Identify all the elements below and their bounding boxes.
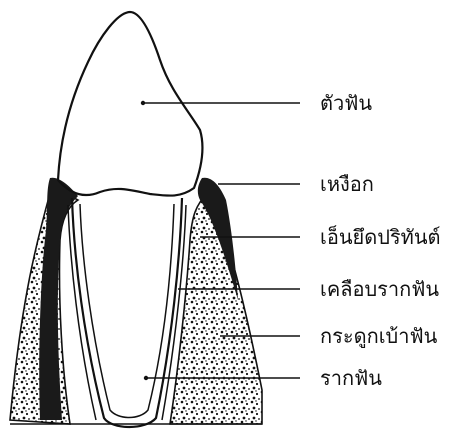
cementum-line (80, 204, 174, 418)
label-periodontal-ligament: เอ็นยึดปริทันต์ (320, 224, 441, 249)
label-root: รากฟัน (320, 366, 382, 390)
crown-outline (58, 12, 202, 196)
label-gingiva: เหงือก (320, 172, 374, 196)
crown-pointer (141, 101, 145, 105)
label-crown: ตัวฟัน (320, 91, 372, 115)
root-pointer (144, 376, 148, 380)
label-cementum: เคลือบรากฟัน (320, 277, 439, 301)
label-alveolar-bone: กระดูกเบ้าฟัน (320, 324, 438, 349)
